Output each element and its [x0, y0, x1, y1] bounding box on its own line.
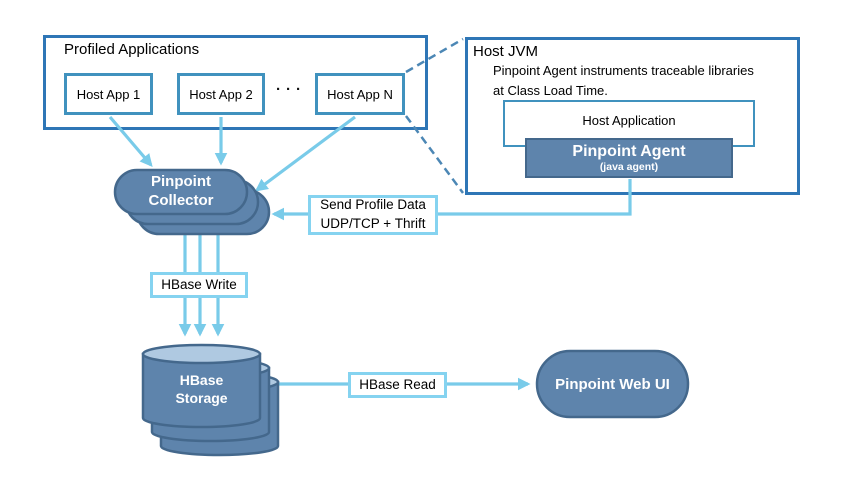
- host-app-n-box: Host App N: [315, 73, 405, 115]
- host-jvm-box: [465, 37, 800, 195]
- callout-dashed-bottom: [404, 115, 465, 194]
- profiled-applications-box: [43, 35, 428, 130]
- pinpoint-web-ui-shape: [535, 349, 690, 419]
- pinpoint-agent-box: Pinpoint Agent (java agent): [525, 138, 733, 178]
- host-jvm-title: Host JVM: [473, 43, 539, 60]
- pinpoint-collector-shape-front: [113, 168, 249, 216]
- hbase-storage-cylinder-front: [141, 343, 262, 429]
- host-application-label: Host Application: [582, 113, 676, 128]
- arrow-hostapp1-to-collector: [108, 115, 153, 167]
- host-app-1-label: Host App 1: [76, 86, 141, 102]
- host-app-n-label: Host App N: [327, 86, 393, 102]
- host-jvm-description-line1: Pinpoint Agent instruments traceable lib…: [493, 63, 754, 78]
- host-apps-ellipsis: ···: [276, 81, 306, 98]
- pinpoint-agent-label: Pinpoint Agent: [572, 142, 686, 160]
- host-app-2-label: Host App 2: [189, 86, 253, 102]
- host-app-2-box: Host App 2: [177, 73, 265, 115]
- host-jvm-description: Pinpoint Agent instruments traceable lib…: [493, 61, 793, 101]
- host-jvm-description-line2: at Class Load Time.: [493, 83, 608, 99]
- profiled-applications-title: Profiled Applications: [64, 41, 200, 58]
- pinpoint-agent-sublabel: (java agent): [599, 161, 659, 174]
- host-app-1-box: Host App 1: [64, 73, 153, 115]
- callout-dashed-top: [405, 37, 464, 74]
- arrow-hostappn-to-collector: [254, 115, 356, 192]
